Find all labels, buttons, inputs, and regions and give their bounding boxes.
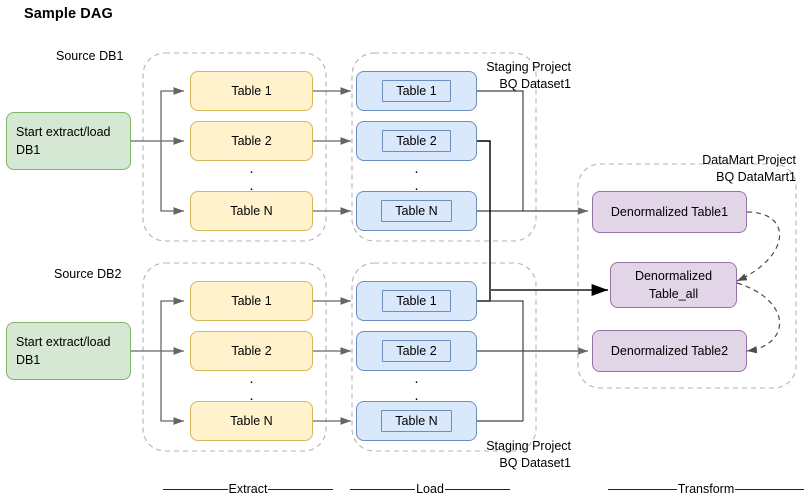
node-label: Table N xyxy=(230,413,273,428)
phase-label: Load xyxy=(416,482,444,496)
node-extract-bottom-table-2[interactable]: Table 2 xyxy=(190,331,313,371)
node-inner-table-box: Table 1 xyxy=(382,289,451,313)
node-label-line1: Denormalized xyxy=(634,268,713,283)
load-bottom-ellipsis: · · xyxy=(356,373,477,407)
node-load-bottom-table-2[interactable]: Table 2 xyxy=(356,331,477,371)
phase-load: Load xyxy=(350,482,510,496)
phase-rule-right xyxy=(444,488,510,490)
phase-rule-left xyxy=(350,488,416,490)
group-label-source-db2: Source DB2 xyxy=(54,267,122,281)
node-denormalized-table2[interactable]: Denormalized Table2 xyxy=(592,330,747,372)
node-load-bottom-table-n[interactable]: Table N xyxy=(356,401,477,441)
node-extract-bottom-table-1[interactable]: Table 1 xyxy=(190,281,313,321)
node-inner-table-box: Table 1 xyxy=(382,79,451,103)
node-label: Denormalized Table1 xyxy=(610,204,729,219)
ellipsis-dot: · xyxy=(249,180,254,197)
edges-load-to-transform-bottom xyxy=(477,300,589,422)
phase-rule-left xyxy=(608,488,677,490)
node-start-extract-load-db1-bottom[interactable]: Start extract/load DB1 xyxy=(6,322,131,380)
phase-rule-left xyxy=(163,488,228,490)
node-inner-table-box: Table 2 xyxy=(382,129,451,153)
node-label: Table 2 xyxy=(231,133,272,148)
group-label-staging-bottom: Staging Project BQ Dataset1 xyxy=(486,439,571,470)
node-load-top-table-1[interactable]: Table 1 xyxy=(356,71,477,111)
node-inner-table-box: Table N xyxy=(381,409,452,433)
phase-transform: Transform xyxy=(608,482,804,496)
phase-label: Extract xyxy=(228,482,268,496)
node-load-bottom-table-1[interactable]: Table 1 xyxy=(356,281,477,321)
node-load-top-table-n[interactable]: Table N xyxy=(356,191,477,231)
edges-extract-top xyxy=(131,87,185,215)
node-extract-top-table-2[interactable]: Table 2 xyxy=(190,121,313,161)
node-label-line2: Table_all xyxy=(648,287,699,301)
node-label: Start extract/load DB1 xyxy=(16,124,111,157)
ellipsis-dot: · xyxy=(414,180,419,197)
node-extract-top-table-1[interactable]: Table 1 xyxy=(190,71,313,111)
node-start-extract-load-db1-top[interactable]: Start extract/load DB1 xyxy=(6,112,131,170)
node-denormalized-table1[interactable]: Denormalized Table1 xyxy=(592,191,747,233)
ellipsis-dot: · xyxy=(414,390,419,407)
edges-extract-bottom xyxy=(131,297,185,425)
ellipsis-dot: · xyxy=(414,163,419,180)
edges-extract-to-load-bottom xyxy=(313,297,352,425)
phase-rule-right xyxy=(735,488,804,490)
node-extract-top-table-n[interactable]: Table N xyxy=(190,191,313,231)
node-inner-table-box: Table N xyxy=(381,199,452,223)
group-label-source-db1: Source DB1 xyxy=(56,49,124,63)
extract-top-ellipsis: · · xyxy=(190,163,313,197)
page-title: Sample DAG xyxy=(24,6,113,22)
node-label: Table 1 xyxy=(231,83,272,98)
group-label-datamart: DataMart Project BQ DataMart1 xyxy=(702,153,796,184)
ellipsis-dot: · xyxy=(414,373,419,390)
ellipsis-dot: · xyxy=(249,390,254,407)
ellipsis-dot: · xyxy=(249,163,254,180)
edges-load-to-transform-top xyxy=(477,90,589,215)
node-label: Table 2 xyxy=(231,343,272,358)
edge-load-bottom-table2-to-table-all xyxy=(477,290,491,302)
node-extract-bottom-table-n[interactable]: Table N xyxy=(190,401,313,441)
load-top-ellipsis: · · xyxy=(356,163,477,197)
node-label: Denormalized Table2 xyxy=(610,343,729,358)
node-label: Table 1 xyxy=(231,293,272,308)
ellipsis-dot: · xyxy=(249,373,254,390)
edges-extract-to-load-top xyxy=(313,87,352,215)
phase-extract: Extract xyxy=(163,482,333,496)
node-inner-table-box: Table 2 xyxy=(382,339,451,363)
group-label-staging-top: Staging Project BQ Dataset1 xyxy=(486,60,571,91)
extract-bottom-ellipsis: · · xyxy=(190,373,313,407)
node-label: Start extract/load DB1 xyxy=(16,334,111,367)
node-label: Table N xyxy=(230,203,273,218)
edge-load-top-table2-to-table-all xyxy=(477,140,491,290)
edges-datamart-dashed xyxy=(736,211,781,354)
phase-label: Transform xyxy=(677,482,735,496)
phase-rule-right xyxy=(268,488,333,490)
node-denormalized-table-all[interactable]: Denormalized Table_all xyxy=(610,262,737,308)
node-load-top-table-2[interactable]: Table 2 xyxy=(356,121,477,161)
